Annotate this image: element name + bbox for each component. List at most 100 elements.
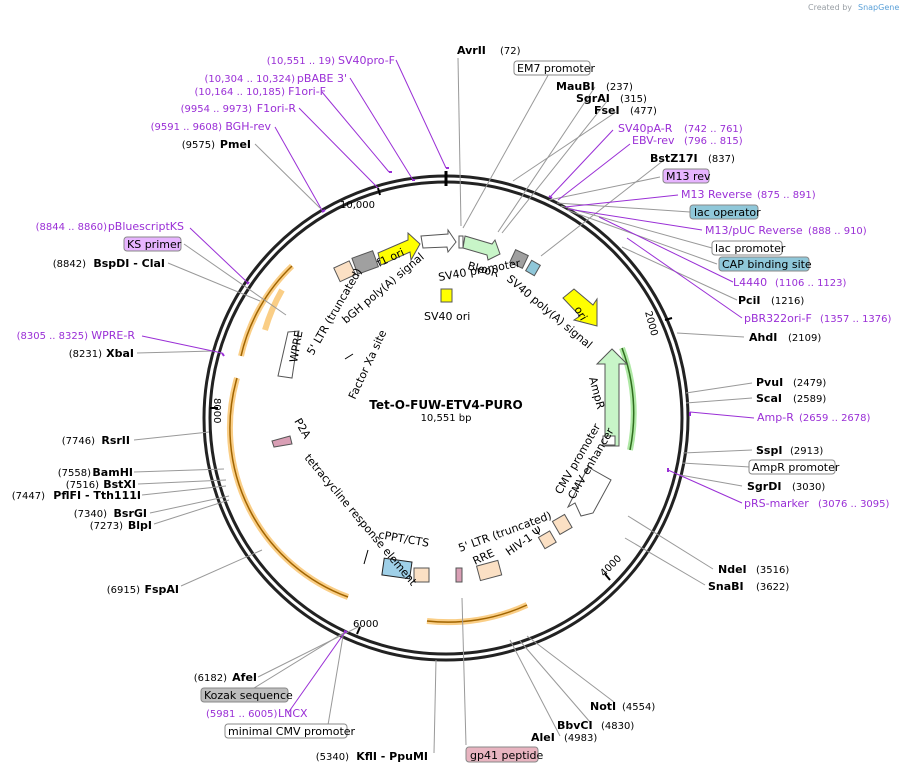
- primer-wpre-r-range: (8305 .. 8325): [17, 331, 89, 342]
- primer-f1ori-r[interactable]: F1ori-R: [257, 102, 297, 115]
- ampr-promoter-box: [602, 435, 616, 446]
- orf-arc-bottom-core: [426, 604, 528, 623]
- site-avrii[interactable]: AvrII: [457, 44, 486, 57]
- lac-promoter-box-bg: [711, 240, 783, 256]
- primer-m13-reverse[interactable]: M13 Reverse: [681, 188, 752, 201]
- site-bsrgi[interactable]: BsrGI: [114, 507, 147, 520]
- primer-prs-marker[interactable]: pRS-marker: [744, 497, 809, 510]
- site-fspai[interactable]: FspAI: [144, 583, 179, 596]
- feature-em7-promoter[interactable]: EM7 promoter: [517, 62, 595, 75]
- site-noti[interactable]: NotI: [590, 700, 616, 713]
- primer-pbabe3-range: (10,304 .. 10,324): [205, 74, 296, 85]
- site-bamhi-pos: (7558): [58, 468, 91, 479]
- site-sgrai[interactable]: SgrAI: [576, 92, 610, 105]
- site-xbai[interactable]: XbaI: [106, 347, 134, 360]
- tick-mark: [664, 317, 673, 321]
- primer-pbr322ori-f[interactable]: pBR322ori-F: [744, 312, 812, 325]
- primer-m13-puc-reverse-range: (888 .. 910): [808, 226, 867, 237]
- kozak-box-bg: [200, 687, 289, 703]
- m13-rev-box-bg: [662, 168, 710, 184]
- orf-arc-left-core: [229, 377, 349, 598]
- site-bspdi-clai[interactable]: BspDI - ClaI: [93, 257, 165, 270]
- site-sgrdi[interactable]: SgrDI: [747, 480, 781, 493]
- tick-mark: [604, 573, 611, 581]
- primer-ebv-rev[interactable]: EBV-rev: [632, 134, 675, 147]
- gp41-box: [455, 567, 463, 583]
- minimal-cmv-box-bg: [224, 723, 348, 739]
- cmv-promoter-box: [537, 530, 557, 550]
- cppt-box: [413, 567, 430, 583]
- site-sspi[interactable]: SspI: [756, 444, 782, 457]
- feature-ampr-promoter[interactable]: AmpR promoter: [752, 461, 840, 474]
- site-pflfi-pos: (7447): [12, 491, 45, 502]
- lac-operator-box-bg: [689, 204, 759, 220]
- site-pvui-pos: (2479): [793, 378, 826, 389]
- site-ahdi[interactable]: AhdI: [749, 331, 777, 344]
- site-alei[interactable]: AleI: [531, 731, 555, 744]
- site-scai-pos: (2589): [793, 394, 826, 405]
- site-bstxi[interactable]: BstXI: [103, 478, 136, 491]
- site-rsrii-pos: (7746): [62, 436, 95, 447]
- site-afei[interactable]: AfeI: [232, 671, 257, 684]
- site-pcii-pos: (1216): [771, 296, 804, 307]
- site-ndei[interactable]: NdeI: [718, 563, 747, 576]
- em7-promoter-box-label-bg: [513, 60, 591, 76]
- site-noti-pos: (4554): [622, 702, 655, 713]
- site-fsei[interactable]: FseI: [594, 104, 620, 117]
- feature-m13-rev[interactable]: M13 rev: [666, 170, 711, 183]
- primer-lncx[interactable]: LNCX: [278, 707, 308, 720]
- site-sgrai-pos: (315): [620, 94, 647, 105]
- ampr-promoter-box-bg: [748, 459, 836, 475]
- site-pcii[interactable]: PciI: [738, 294, 760, 307]
- feature-lac-operator[interactable]: lac operator: [694, 206, 761, 219]
- site-pvui[interactable]: PvuI: [756, 376, 783, 389]
- feature-cap-binding-site[interactable]: CAP binding site: [722, 258, 812, 271]
- feature-kozak-sequence[interactable]: Kozak sequence: [204, 689, 293, 702]
- site-pmei[interactable]: PmeI: [220, 138, 251, 151]
- primer-f1ori-f[interactable]: F1ori-F: [288, 85, 326, 98]
- site-fspai-pos: (6915): [107, 585, 140, 596]
- site-blpi[interactable]: BlpI: [128, 519, 152, 532]
- primer-sv40pro-f[interactable]: SV40pro-F: [338, 54, 395, 67]
- primer-sv40pa-r[interactable]: SV40pA-R: [618, 122, 673, 135]
- site-maubi[interactable]: MauBI: [556, 80, 595, 93]
- site-ahdi-pos: (2109): [788, 333, 821, 344]
- em7-box: [458, 235, 464, 249]
- primer-pbluescriptks-range: (8844 .. 8860): [36, 222, 108, 233]
- site-bstz17i[interactable]: BstZ17I: [650, 152, 698, 165]
- factor-xa-label: Factor Xa site: [346, 328, 389, 402]
- tre-line: [363, 549, 369, 565]
- site-bbvci[interactable]: BbvCI: [557, 719, 593, 732]
- ampr-label: AmpR: [586, 375, 607, 410]
- site-afei-pos: (6182): [194, 673, 227, 684]
- primer-amp-r[interactable]: Amp-R: [757, 411, 794, 424]
- primer-sv40pa-r-range: (742 .. 761): [684, 124, 743, 135]
- primer-amp-r-range: (2659 .. 2678): [799, 413, 871, 424]
- site-snabi[interactable]: SnaBI: [708, 580, 744, 593]
- feature-lac-promoter[interactable]: lac promoter: [715, 242, 786, 255]
- primer-bgh-rev[interactable]: BGH-rev: [225, 120, 271, 133]
- primer-l4440[interactable]: L4440: [733, 276, 767, 289]
- ks-primer-box-bg: [123, 236, 182, 252]
- site-kfli-ppumi[interactable]: KflI - PpuMI: [356, 750, 428, 763]
- feature-ks-primer[interactable]: KS primer: [127, 238, 182, 251]
- primer-pbabe3[interactable]: pBABE 3': [297, 72, 347, 85]
- bgh-polya-box: [351, 250, 380, 275]
- site-rsrii[interactable]: RsrII: [101, 434, 130, 447]
- feature-gp41-peptide[interactable]: gp41 peptide: [470, 749, 544, 762]
- feature-minimal-cmv-promoter[interactable]: minimal CMV promoter: [228, 725, 356, 738]
- site-bamhi[interactable]: BamHI: [92, 466, 133, 479]
- primer-wpre-r[interactable]: WPRE-R: [91, 329, 135, 342]
- primer-bgh-rev-range: (9591 .. 9608): [151, 122, 223, 133]
- tre-box: [381, 557, 413, 580]
- primer-pbluescriptks[interactable]: pBluescriptKS: [108, 220, 184, 233]
- tre-label: tetracycline response element: [302, 452, 420, 589]
- site-avrii-pos: (72): [500, 46, 521, 57]
- primer-f1ori-f-range: (10,164 .. 10,185): [195, 87, 286, 98]
- site-pflfi-tth111i[interactable]: PflFI - Tth111I: [53, 489, 141, 502]
- tick-label-6000: 6000: [353, 619, 378, 630]
- primer-pbr322ori-f-range: (1357 .. 1376): [820, 314, 892, 325]
- site-scai[interactable]: ScaI: [756, 392, 782, 405]
- primer-m13-puc-reverse[interactable]: M13/pUC Reverse: [705, 224, 803, 237]
- sv40-ori-box: [440, 288, 453, 303]
